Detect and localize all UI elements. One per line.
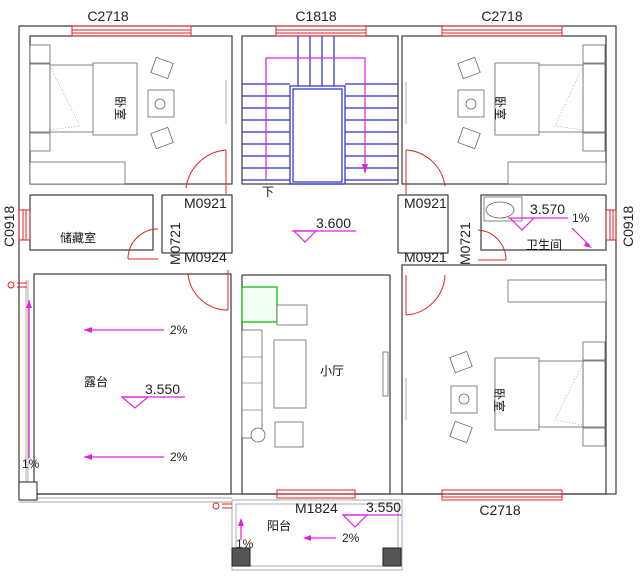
- slope-terrace-top: 2%: [170, 323, 188, 337]
- elevation-hall: 3.600: [316, 215, 351, 231]
- window-top-right: [441, 25, 563, 37]
- elevation-terrace: 3.550: [145, 381, 180, 397]
- room-terrace: 露台: [84, 374, 108, 389]
- door-bedroom-top-left: [185, 149, 227, 194]
- terrace-annotations: [7, 281, 185, 501]
- door-bedroom-bottom-right: [405, 274, 446, 316]
- room-storage: 储藏室: [60, 230, 96, 245]
- label-window-bottom-right: C2718: [479, 502, 520, 518]
- label-door-terrace: M0924: [184, 249, 227, 265]
- room-bathroom: 卫生间: [526, 238, 562, 252]
- room-bedroom-bottom-right: 卧室: [492, 388, 507, 412]
- slope-terrace-drain: 1%: [22, 457, 40, 471]
- label-door-front-balcony: M1824: [295, 500, 338, 516]
- hall-furniture: [241, 286, 389, 448]
- door-bathroom: [477, 229, 507, 261]
- window-right: [605, 209, 617, 241]
- bed-top-right: [405, 44, 607, 185]
- label-window-left: C0918: [1, 206, 17, 247]
- elevation-bathroom: 3.570: [530, 201, 565, 217]
- staircase: [242, 36, 398, 185]
- label-door-bathroom: M0721: [457, 222, 473, 265]
- label-window-top-right: C2718: [481, 8, 522, 24]
- fixture-green-box: [241, 286, 278, 323]
- room-small-hall: 小厅: [320, 364, 344, 378]
- label-door-bedroom-top-right: M0921: [404, 195, 447, 211]
- door-storage: [127, 228, 159, 260]
- front-balcony: [212, 499, 403, 571]
- room-front-balcony: 阳台: [267, 518, 291, 533]
- label-door-bedroom-bottom-right: M0921: [404, 249, 447, 265]
- window-left: [18, 209, 31, 241]
- label-stair-down: 下: [262, 185, 274, 199]
- slope-front-balcony: 2%: [342, 531, 360, 545]
- label-window-top-left: C2718: [87, 8, 128, 24]
- slope-bathroom: 1%: [572, 211, 590, 225]
- label-door-storage: M0721: [167, 222, 183, 265]
- window-top-center: [275, 25, 367, 37]
- door-terrace: [187, 270, 229, 311]
- bed-bottom-right: [405, 279, 607, 447]
- label-window-top-center: C1818: [295, 8, 336, 24]
- bed-top-left: [29, 44, 227, 185]
- room-bedroom-top-left: 卧室: [113, 96, 128, 120]
- door-bedroom-top-right: [405, 149, 446, 194]
- label-door-bedroom-top-left: M0921: [184, 195, 227, 211]
- bathroom-fixtures: [483, 196, 592, 248]
- slope-front-balcony-drain: 1%: [236, 537, 254, 551]
- label-window-right: C0918: [620, 206, 636, 247]
- door-front-balcony-slider: [276, 489, 356, 499]
- stair-direction-arrow: [265, 57, 366, 180]
- hall-elevation-marker: [292, 230, 356, 243]
- window-top-left: [71, 25, 192, 37]
- terrace-walls: [33, 273, 232, 495]
- elevation-front-balcony: 3.550: [366, 499, 401, 515]
- slope-terrace-bottom: 2%: [170, 450, 188, 464]
- window-bottom-right: [441, 489, 563, 501]
- room-bedroom-top-right: 卧室: [493, 96, 508, 120]
